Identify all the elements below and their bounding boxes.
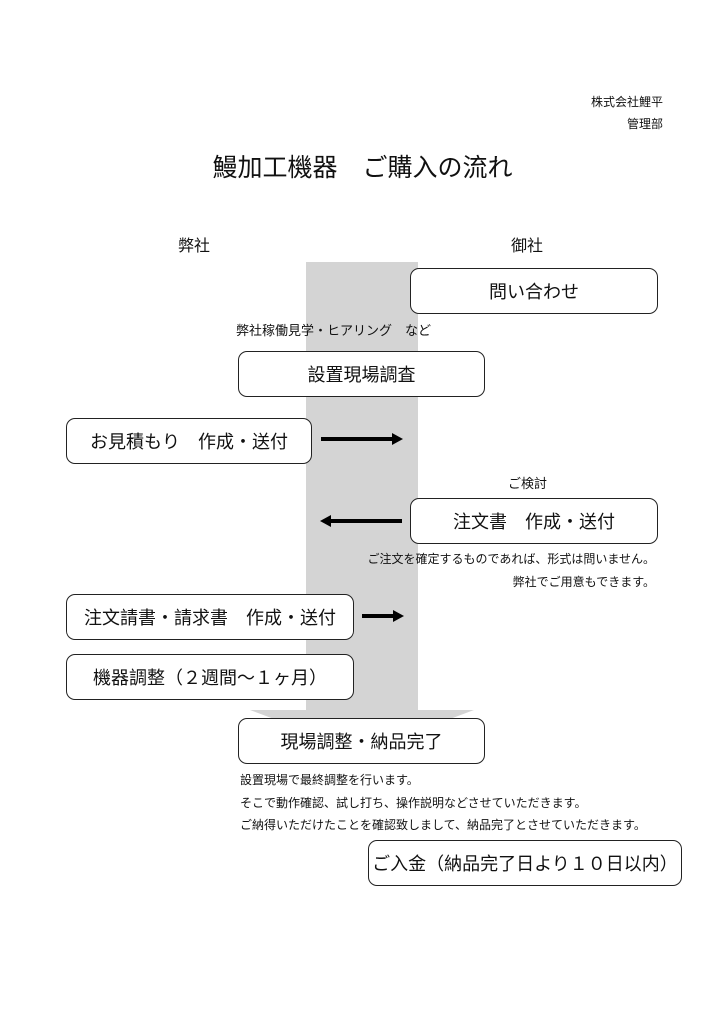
step-estimate: お見積もり 作成・送付	[66, 418, 312, 464]
step-site-adjust: 現場調整・納品完了	[238, 718, 485, 764]
page-title: 鰻加工機器 ご購入の流れ	[212, 153, 513, 182]
po-note-1: ご注文を確定するものであれば、形式は問いません。	[367, 552, 655, 566]
step-machine-adjust: 機器調整（２週間〜１ヶ月）	[66, 654, 354, 700]
po-note-2: 弊社でご用意もできます。	[512, 575, 655, 589]
arrow-right-order-confirmation	[362, 610, 404, 622]
company-name: 株式会社鯉平	[590, 95, 663, 109]
step-inquiry: 問い合わせ	[410, 268, 658, 314]
step-purchase-order: 注文書 作成・送付	[410, 498, 658, 544]
step-payment: ご入金（納品完了日より１０日以内）	[368, 840, 682, 886]
step-site-survey: 設置現場調査	[238, 351, 485, 397]
column-header-our-company: 弊社	[178, 236, 211, 255]
tour-note: 弊社稼働見学・ヒアリング など	[236, 324, 432, 339]
site-note-3: ご納得いただけたことを確認致しまして、納品完了とさせていただきます。	[240, 818, 646, 832]
department-name: 管理部	[626, 117, 663, 131]
column-header-your-company: 御社	[511, 236, 544, 255]
arrow-left-purchase-order	[320, 515, 402, 527]
review-note: ご検討	[508, 477, 548, 492]
arrow-right-estimate	[321, 433, 403, 445]
site-note-1: 設置現場で最終調整を行います。	[240, 773, 419, 787]
step-order-confirmation: 注文請書・請求書 作成・送付	[66, 594, 354, 640]
site-note-2: そこで動作確認、試し打ち、操作説明などさせていただきます。	[240, 796, 587, 810]
